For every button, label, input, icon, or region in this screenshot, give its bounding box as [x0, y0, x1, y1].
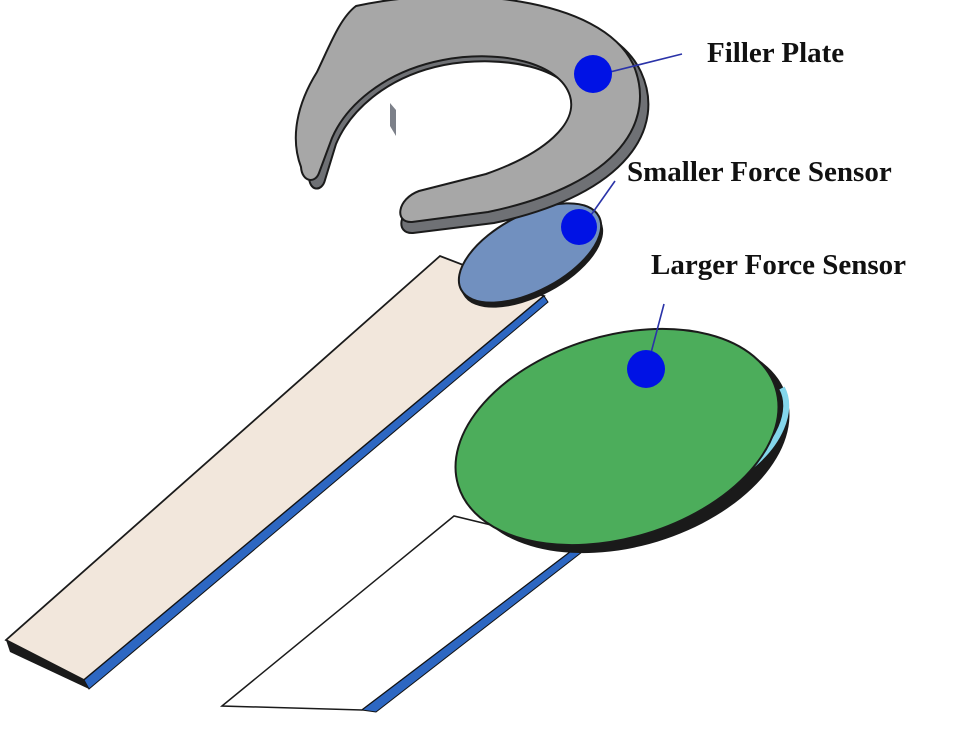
- filler-plate-marker-dot: [574, 55, 612, 93]
- filler-plate: [294, 0, 650, 235]
- filler-plate-cut-face: [390, 103, 396, 136]
- smaller-force-sensor-marker-dot: [561, 209, 597, 245]
- filler-plate-top: [294, 0, 641, 224]
- smaller-force-sensor-tail-edge: [83, 295, 549, 690]
- larger-force-sensor-tail: [219, 515, 583, 713]
- smaller-force-sensor-tail: [4, 254, 549, 690]
- larger-force-sensor-label: Larger Force Sensor: [651, 249, 906, 281]
- filler-plate-leader-line: [597, 53, 683, 76]
- smaller-force-sensor-tail-end-edge: [6, 640, 89, 689]
- diagram-labels: Filler Plate Smaller Force Sensor Larger…: [627, 37, 906, 281]
- larger-force-sensor-marker-dot: [627, 350, 665, 388]
- filler-plate-label: Filler Plate: [707, 37, 844, 69]
- larger-force-sensor-disk-top: [454, 327, 780, 547]
- larger-force-sensor-disk: [454, 327, 790, 554]
- marker-dots: [561, 55, 665, 388]
- smaller-force-sensor-label: Smaller Force Sensor: [627, 156, 892, 188]
